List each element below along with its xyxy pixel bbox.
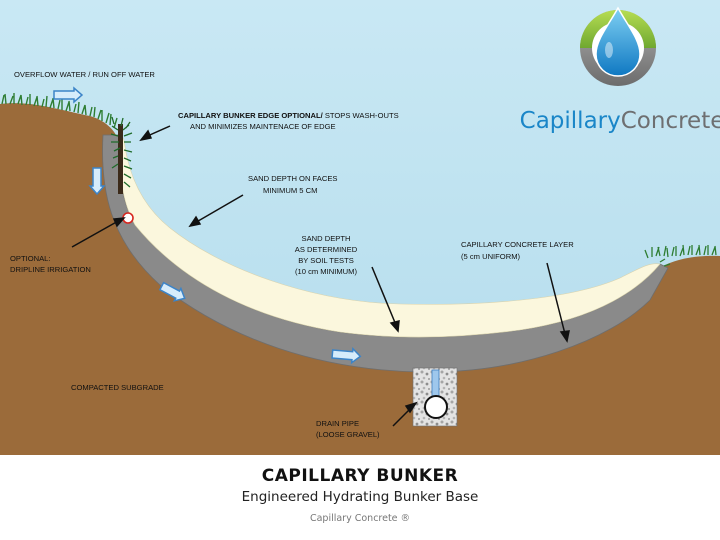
- slope-flow-arrow-icon: [158, 281, 186, 302]
- drain-label-2: (LOOSE GRAVEL): [316, 430, 380, 439]
- diagram-title: CAPILLARY BUNKER: [261, 466, 459, 486]
- drain-pipe-riser: [431, 369, 440, 397]
- copyright-notice: Capillary Concrete ®: [309, 513, 411, 524]
- grass-left: [1, 93, 118, 129]
- overflow-label: OVERFLOW WATER / RUN OFF WATER: [14, 70, 155, 79]
- overflow-arrow-icon: [53, 86, 84, 104]
- sand-faces-label-2: MINIMUM 5 CM: [263, 186, 317, 195]
- concrete-layer-label-1: CAPILLARY CONCRETE LAYER: [461, 240, 574, 249]
- optional-label-2: DRIPLINE IRRIGATION: [10, 265, 91, 274]
- base-flow-arrow-icon: [331, 347, 362, 365]
- brand-wordmark: CapillaryConcrete: [520, 108, 720, 134]
- optional-label-1: OPTIONAL:: [10, 254, 51, 263]
- sand-faces-label-1: SAND DEPTH ON FACES: [248, 174, 337, 183]
- bunker-edge-label-rest: STOPS WASH-OUTS: [323, 111, 399, 120]
- sand-depth-label-1: SAND DEPTH: [302, 234, 351, 243]
- edge-flow-arrow-icon: [88, 167, 106, 196]
- sand-depth-label-3: BY SOIL TESTS: [298, 256, 354, 265]
- callout-lines: [71, 125, 570, 427]
- bunker-edge-label: CAPILLARY BUNKER EDGE OPTIONAL/ STOPS WA…: [178, 111, 399, 120]
- bunker-edge-label-line2: AND MINIMIZES MAINTENACE OF EDGE: [190, 122, 336, 131]
- subgrade-label: COMPACTED SUBGRADE: [71, 383, 164, 392]
- drain-label-1: DRAIN PIPE: [316, 419, 359, 428]
- diagram-subtitle: Engineered Hydrating Bunker Base: [241, 489, 479, 505]
- water-drop-icon: [595, 6, 641, 77]
- concrete-layer-label-2: (5 cm UNIFORM): [461, 252, 521, 261]
- sand-depth-label-2: AS DETERMINED: [295, 245, 358, 254]
- grass-edge: [110, 116, 133, 188]
- logo-ring-green: [580, 10, 656, 48]
- capillary-concrete-logo: CapillaryConcrete: [520, 6, 720, 134]
- sand-depth-label-4: (10 cm MINIMUM): [295, 267, 357, 276]
- drain-pipe: [424, 395, 448, 419]
- bunker-edge-strip: [118, 124, 123, 194]
- brand-part2: Concrete: [621, 108, 720, 134]
- bunker-edge-label-bold: CAPILLARY BUNKER EDGE OPTIONAL/: [178, 111, 324, 120]
- brand-part1: Capillary: [520, 108, 621, 134]
- soil-ground: [0, 103, 720, 455]
- grass-right: [644, 244, 717, 267]
- sand-layer: [119, 134, 661, 338]
